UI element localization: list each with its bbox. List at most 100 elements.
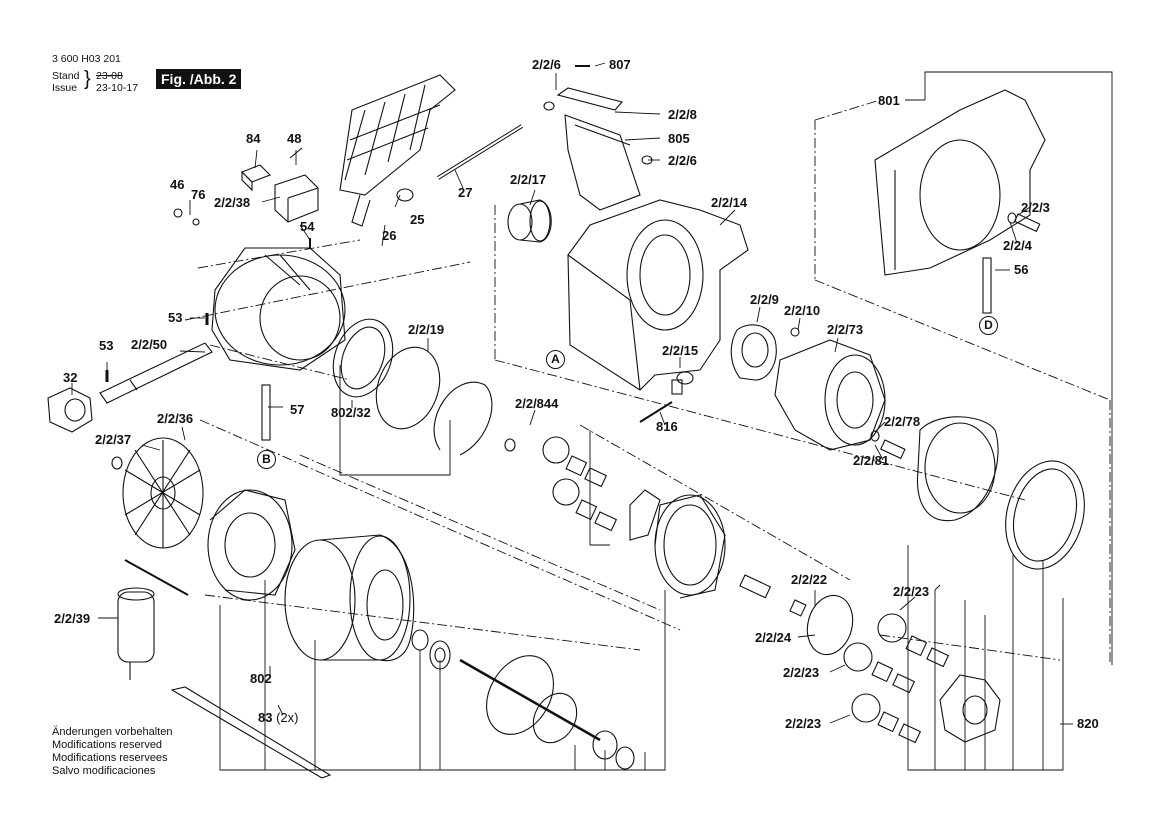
nut-32	[47, 387, 93, 433]
ring-802-32	[332, 318, 394, 398]
callout-2-2-78: 2/2/78	[884, 414, 921, 429]
callout-2-2-14: 2/2/14	[711, 195, 748, 210]
callout-2-2-6-top: 2/2/6	[532, 57, 561, 72]
modifications-notice: Änderungen vorbehalten Modifications res…	[52, 726, 172, 778]
armature	[459, 655, 635, 770]
stand-date: 23-08	[96, 70, 123, 82]
callout-26: 26	[382, 228, 397, 243]
motor-end-frame	[207, 489, 296, 601]
callout-816: 816	[656, 419, 678, 434]
callout-25: 25	[410, 212, 425, 227]
notice-french: Modifications reservees	[52, 752, 168, 764]
ring-gear	[654, 494, 726, 599]
callout-2-2-39: 2/2/39	[54, 611, 91, 626]
reference-b: B	[257, 450, 276, 469]
long-screw	[124, 559, 189, 596]
bearing-rear-inner	[434, 647, 446, 663]
callout-2-2-4: 2/2/4	[1003, 238, 1032, 253]
shaft-27-core	[437, 125, 523, 179]
document-number: 3 600 H03 201	[52, 53, 121, 65]
issue-label: Issue	[52, 82, 78, 94]
planet-gears	[504, 436, 661, 541]
callout-802: 802	[250, 671, 272, 686]
retaining-ring	[433, 381, 493, 456]
fan-2-2-36	[122, 437, 204, 549]
ring-right	[1005, 460, 1085, 570]
o-ring-2-2-6-a	[543, 101, 555, 111]
baffle-plate	[339, 74, 456, 227]
disc-2-2-24	[806, 594, 854, 656]
front-housing-801	[874, 89, 1046, 276]
bushing-2-2-17	[507, 199, 552, 243]
callout-83-quantity: (2x)	[276, 710, 299, 725]
callout-820: 820	[1077, 716, 1099, 731]
callout-2-2-36: 2/2/36	[157, 411, 194, 426]
circlip-2-2-19	[375, 346, 441, 430]
callout-57: 57	[290, 402, 305, 417]
callout-27: 27	[458, 185, 473, 200]
assembly-axis-lines	[184, 99, 1111, 665]
cover-805	[564, 114, 641, 211]
washer-2-2-81	[870, 430, 880, 442]
callout-2-2-15: 2/2/15	[662, 343, 699, 358]
callout-46: 46	[170, 177, 185, 192]
brace: }	[84, 68, 91, 90]
leader-lines	[71, 62, 1073, 725]
notice-spanish: Salvo modificaciones	[52, 765, 156, 777]
gasket-2-2-9	[730, 324, 777, 381]
stand-label: Stand	[52, 70, 80, 82]
callout-54: 54	[300, 219, 315, 234]
capacitor-2-2-39	[117, 587, 155, 680]
switch-block	[241, 147, 319, 223]
stator-802	[284, 534, 415, 662]
washer-2-2-4	[1007, 212, 1017, 224]
planet-carrier-820	[939, 674, 1001, 743]
callout-48: 48	[287, 131, 302, 146]
screw-2-2-10	[790, 327, 800, 337]
callout-2-2-17: 2/2/17	[510, 172, 547, 187]
callout-53-lower: 53	[99, 338, 114, 353]
callout-2-2-9: 2/2/9	[750, 292, 779, 307]
callout-83: 83 (2x)	[258, 711, 298, 725]
callout-2-2-844: 2/2/844	[515, 396, 559, 411]
callout-801: 801	[878, 93, 900, 108]
callout-32: 32	[63, 370, 78, 385]
callout-2-2-3: 2/2/3	[1021, 200, 1050, 215]
callout-2-2-6: 2/2/6	[668, 153, 697, 168]
pin-816	[639, 401, 673, 423]
gear-stage-2	[843, 613, 950, 744]
gearbox-housing-2-2-14	[567, 199, 749, 391]
bearing-rear	[429, 640, 451, 670]
figure-label: Fig. /Abb. 2	[156, 69, 242, 89]
motor-housing	[211, 247, 346, 371]
o-ring	[411, 629, 429, 651]
callout-2-2-23-bottom: 2/2/23	[785, 716, 822, 731]
gear-housing-2-2-73	[774, 339, 886, 451]
callout-2-2-37: 2/2/37	[95, 432, 132, 447]
issue-date: 23-10-17	[96, 82, 139, 94]
gasket-right	[916, 416, 999, 522]
bracket-lines	[219, 71, 1113, 771]
callout-2-2-10: 2/2/10	[784, 303, 821, 318]
reference-a: A	[546, 350, 565, 369]
callout-2-2-23-top: 2/2/23	[893, 584, 930, 599]
callout-2-2-19: 2/2/19	[408, 322, 445, 337]
cable-tie-83	[170, 686, 332, 779]
callout-805: 805	[668, 131, 690, 146]
o-ring-2-2-6-b	[641, 155, 653, 165]
callout-56: 56	[1014, 262, 1029, 277]
callout-76: 76	[191, 187, 206, 202]
callout-2-2-22: 2/2/22	[791, 572, 828, 587]
callout-807: 807	[609, 57, 631, 72]
callout-84: 84	[246, 131, 261, 146]
notice-english: Modifications reserved	[52, 739, 163, 751]
bracket-2-2-8	[556, 87, 624, 111]
shaft-2-2-50	[99, 342, 213, 404]
screw-46	[173, 208, 183, 218]
callout-2-2-73: 2/2/73	[827, 322, 864, 337]
callout-53-upper: 53	[168, 310, 183, 325]
callout-2-2-23-mid: 2/2/23	[783, 665, 820, 680]
callout-802-32: 802/32	[331, 405, 371, 420]
pinion	[739, 574, 772, 599]
spacer-2-2-22	[789, 599, 807, 617]
